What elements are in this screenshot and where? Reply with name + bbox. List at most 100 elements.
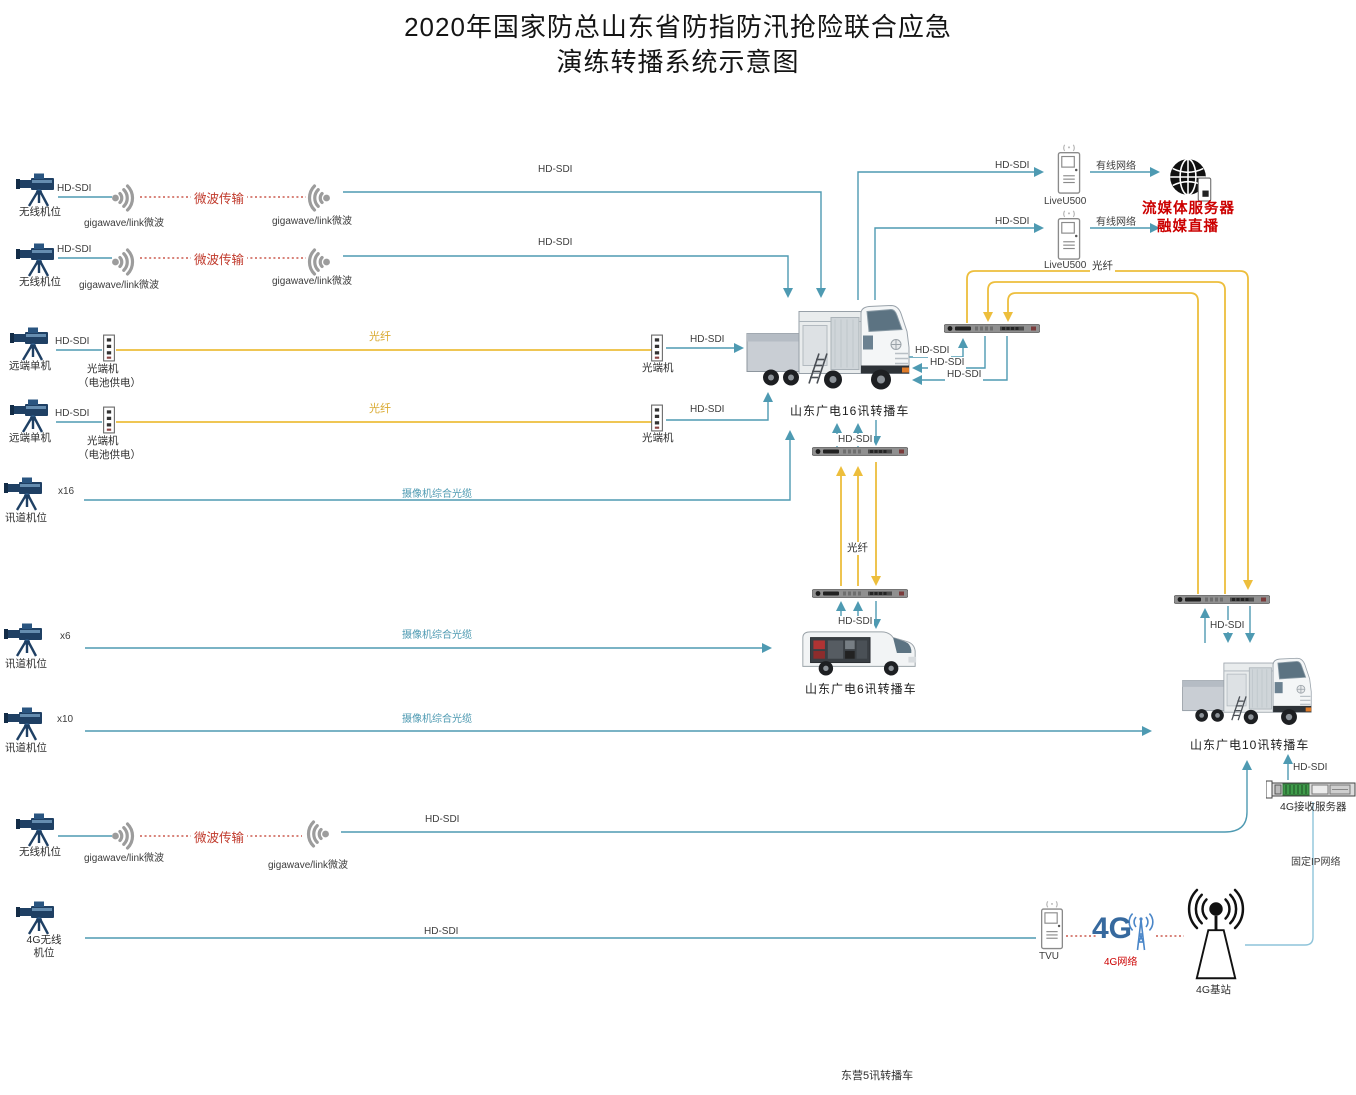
ob-truck-16-icon bbox=[745, 294, 915, 402]
title-line-1: 2020年国家防总山东省防指防汛抢险联合应急 bbox=[404, 12, 952, 42]
channel-cam-label: 讯道机位 bbox=[5, 658, 47, 670]
fiber-mux-rack-icon bbox=[812, 446, 908, 457]
hd-sdi-label: HD-SDI bbox=[913, 345, 952, 357]
gigawave-label: gigawave/link微波 bbox=[79, 280, 160, 291]
optical-terminal-label: 光端机 bbox=[642, 432, 674, 444]
hd-sdi-label: HD-SDI bbox=[928, 357, 967, 369]
hd-sdi-label: HD-SDI bbox=[945, 369, 984, 381]
liveu500-label: LiveU500 bbox=[1044, 196, 1087, 207]
liveu500-label: LiveU500 bbox=[1044, 260, 1087, 271]
hd-sdi-label: HD-SDI bbox=[57, 183, 92, 194]
gigawave-label: gigawave/link微波 bbox=[84, 853, 165, 864]
microwave-rx-icon bbox=[302, 182, 334, 214]
hd-sdi-label: HD-SDI bbox=[57, 244, 92, 255]
wired-network-label: 有线网络 bbox=[1096, 217, 1136, 228]
hd-sdi-label: HD-SDI bbox=[55, 336, 90, 347]
fiber-mux-rack-icon bbox=[812, 588, 908, 599]
hd-sdi-label: HD-SDI bbox=[690, 334, 725, 345]
4g-logo: 4G bbox=[1092, 912, 1133, 945]
optical-terminal-icon bbox=[650, 404, 664, 432]
microwave-transmission-label: 微波传输 bbox=[191, 249, 248, 268]
wired-network-label: 有线网络 bbox=[1096, 161, 1136, 172]
hd-sdi-label: HD-SDI bbox=[538, 237, 573, 248]
hd-sdi-label: HD-SDI bbox=[995, 160, 1030, 171]
camera-fiber-label: 摄像机综合光缆 bbox=[402, 714, 472, 725]
camera-icon bbox=[2, 706, 48, 746]
liveu500-icon bbox=[1052, 144, 1086, 196]
camera-fiber-label: 摄像机综合光缆 bbox=[402, 489, 472, 500]
fixed-ip-label: 固定IP网络 bbox=[1291, 857, 1341, 868]
camera-icon bbox=[2, 622, 48, 662]
truck5-label: 东营5讯转播车 bbox=[841, 1070, 914, 1082]
4g-base-station-icon bbox=[1178, 884, 1254, 984]
camera-icon bbox=[2, 476, 48, 516]
wireless-cam-label: 无线机位 bbox=[19, 846, 61, 858]
count-x10-label: x10 bbox=[57, 714, 74, 725]
optical-terminal-label: 光端机 bbox=[87, 435, 119, 447]
gigawave-label: gigawave/link微波 bbox=[268, 860, 349, 871]
microwave-tx-icon bbox=[108, 182, 140, 214]
count-x16-label: x16 bbox=[58, 486, 75, 497]
fiber-label: 光纤 bbox=[845, 542, 870, 555]
hd-sdi-label: HD-SDI bbox=[1208, 620, 1247, 632]
truck10-label: 山东广电10讯转播车 bbox=[1190, 738, 1310, 752]
optical-terminal-icon bbox=[102, 334, 116, 362]
count-x6-label: x6 bbox=[60, 631, 71, 642]
fiber-label: 光纤 bbox=[369, 403, 391, 415]
gigawave-label: gigawave/link微波 bbox=[272, 216, 353, 227]
remote-cam-label: 远端单机 bbox=[9, 360, 51, 372]
wireless-cam-label: 无线机位 bbox=[19, 206, 61, 218]
4g-network-label: 4G网络 bbox=[1104, 957, 1138, 968]
fiber-label: 光纤 bbox=[1090, 260, 1115, 273]
camera-fiber-label: 摄像机综合光缆 bbox=[402, 630, 472, 641]
4g-receive-server-label: 4G接收服务器 bbox=[1280, 801, 1347, 813]
wireless-cam-label: 无线机位 bbox=[19, 276, 61, 288]
truck6-label: 山东广电6讯转播车 bbox=[805, 682, 917, 696]
hd-sdi-label: HD-SDI bbox=[424, 926, 459, 937]
4g-wireless-cam-label-line1: 4G无线 bbox=[26, 934, 62, 946]
hd-sdi-label: HD-SDI bbox=[425, 814, 460, 825]
diagram-title: 2020年国家防总山东省防指防汛抢险联合应急 演练转播系统示意图 bbox=[0, 10, 1356, 80]
remote-cam-label: 远端单机 bbox=[9, 432, 51, 444]
ob-van-6-icon bbox=[799, 624, 919, 680]
hd-sdi-label: HD-SDI bbox=[538, 164, 573, 175]
hd-sdi-label: HD-SDI bbox=[1293, 762, 1328, 773]
channel-cam-label: 讯道机位 bbox=[5, 742, 47, 754]
title-line-2: 演练转播系统示意图 bbox=[556, 47, 800, 77]
4g-wireless-cam-label-line2: 机位 bbox=[33, 947, 55, 960]
hd-sdi-label: HD-SDI bbox=[690, 404, 725, 415]
4g-wireless-cam-label: 4G无线 机位 bbox=[18, 934, 70, 960]
tvu-icon bbox=[1036, 900, 1068, 952]
microwave-transmission-label: 微波传输 bbox=[191, 188, 248, 207]
microwave-rx-icon bbox=[302, 246, 334, 278]
4g-base-station-label: 4G基站 bbox=[1196, 984, 1232, 996]
fiber-mux-rack-icon bbox=[1174, 594, 1270, 605]
optical-terminal-icon bbox=[102, 406, 116, 434]
tvu-label: TVU bbox=[1039, 951, 1059, 962]
stream-live-label: 融媒直播 bbox=[1157, 219, 1219, 235]
fiber-label: 光纤 bbox=[369, 331, 391, 343]
optical-terminal-label: 光端机 bbox=[642, 362, 674, 374]
gigawave-label: gigawave/link微波 bbox=[84, 218, 165, 229]
optical-terminal-icon bbox=[650, 334, 664, 362]
microwave-transmission-label: 微波传输 bbox=[191, 827, 248, 846]
truck16-label: 山东广电16讯转播车 bbox=[790, 404, 910, 418]
channel-cam-label: 讯道机位 bbox=[5, 512, 47, 524]
optical-terminal-label: 光端机 bbox=[87, 363, 119, 375]
hd-sdi-label: HD-SDI bbox=[836, 434, 875, 446]
microwave-tx-icon bbox=[108, 246, 140, 278]
hd-sdi-label: HD-SDI bbox=[995, 216, 1030, 227]
stream-server-label: 流媒体服务器 bbox=[1142, 201, 1235, 217]
battery-powered-label: （电池供电） bbox=[78, 449, 141, 461]
microwave-rx-icon bbox=[301, 818, 333, 850]
4g-receive-server-icon bbox=[1266, 780, 1356, 799]
gigawave-label: gigawave/link微波 bbox=[272, 276, 353, 287]
ob-truck-10-icon bbox=[1181, 648, 1316, 736]
hd-sdi-label: HD-SDI bbox=[55, 408, 90, 419]
battery-powered-label: （电池供电） bbox=[78, 377, 141, 389]
microwave-tx-icon bbox=[108, 820, 140, 852]
liveu500-icon bbox=[1052, 210, 1086, 262]
hd-sdi-label: HD-SDI bbox=[836, 616, 875, 628]
